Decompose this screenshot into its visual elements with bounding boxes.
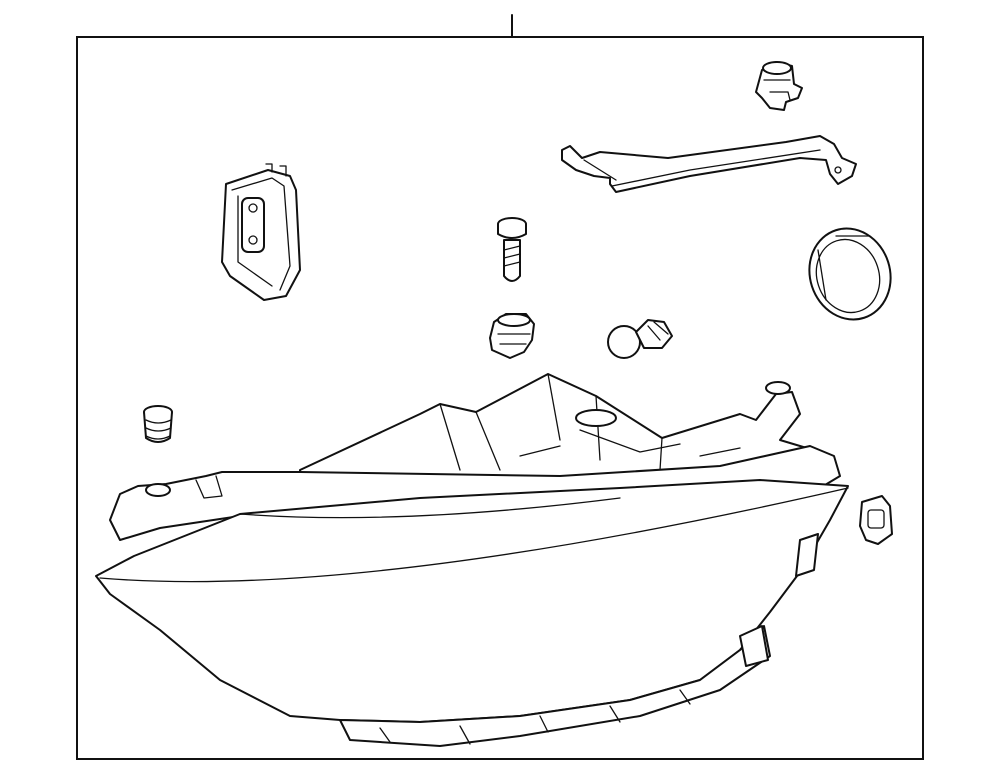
socket[interactable] [489,313,535,359]
control-module[interactable] [221,163,301,301]
clip-nut[interactable] [859,495,893,545]
grommet[interactable] [143,405,173,443]
bulb-socket[interactable] [755,61,803,111]
mounting-bracket[interactable] [561,135,857,193]
bulb[interactable] [607,319,673,359]
screw[interactable] [497,217,527,282]
diagram-frame [76,36,924,760]
headlamp-assembly[interactable] [95,373,849,747]
seal-ring[interactable] [798,218,903,330]
